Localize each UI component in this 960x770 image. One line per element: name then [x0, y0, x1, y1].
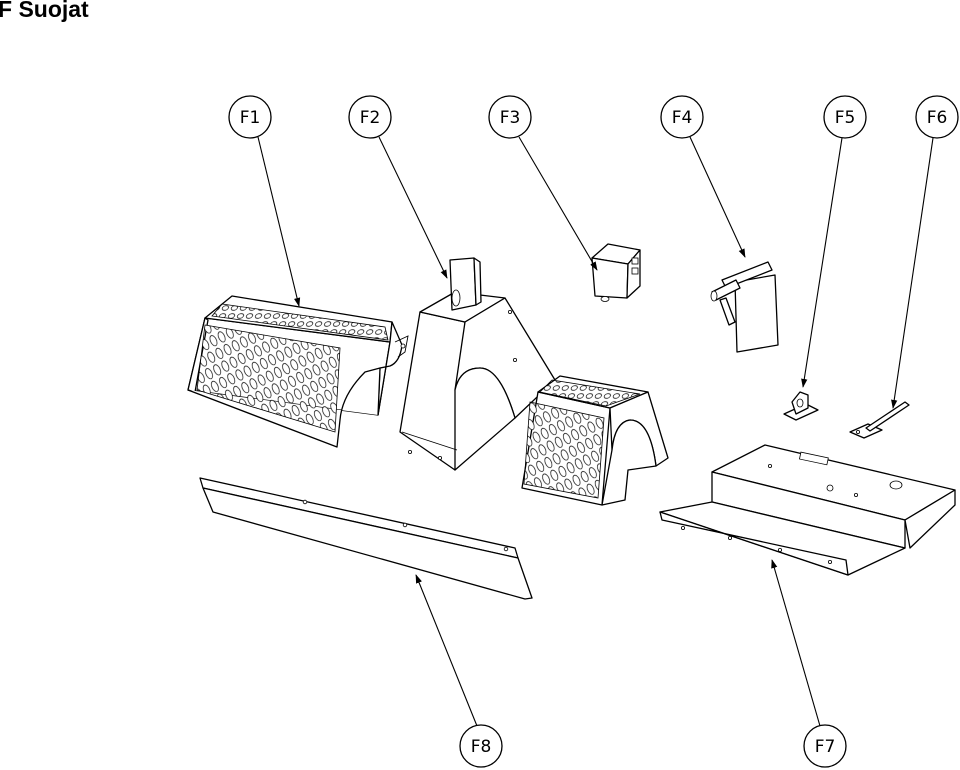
callout-f8: F8: [415, 574, 503, 768]
callout-f1: F1: [228, 95, 301, 307]
part-f2-center-housing: [399, 257, 556, 471]
callout-f4: F4: [660, 95, 746, 258]
part-f8-angle-plate: [199, 477, 533, 600]
part-f3-small-box: [591, 243, 641, 302]
callout-f7: F7: [771, 559, 847, 768]
callout-f1-label: F1: [240, 108, 261, 128]
part-f4-hinged-plate: [710, 261, 779, 353]
callout-f2: F2: [348, 95, 448, 279]
page-title: F Suojat: [0, 0, 89, 22]
callout-f4-label: F4: [672, 108, 693, 128]
part-small-perforated-guard: [521, 375, 669, 506]
callout-f5-label: F5: [835, 108, 856, 128]
part-f5-bracket: [783, 391, 819, 421]
callout-f6-label: F6: [927, 108, 948, 128]
callout-f3: F3: [488, 95, 598, 271]
callout-f3-label: F3: [500, 108, 521, 128]
callout-f7-label: F7: [815, 737, 836, 757]
callout-f2-label: F2: [360, 108, 381, 128]
callout-f5: F5: [801, 95, 867, 388]
part-f1-perforated-guard: [187, 295, 409, 448]
callout-f6: F6: [891, 95, 959, 409]
part-f7-base-plate: [659, 444, 956, 576]
part-f6-latch: [849, 401, 910, 439]
callout-f8-label: F8: [471, 737, 492, 757]
